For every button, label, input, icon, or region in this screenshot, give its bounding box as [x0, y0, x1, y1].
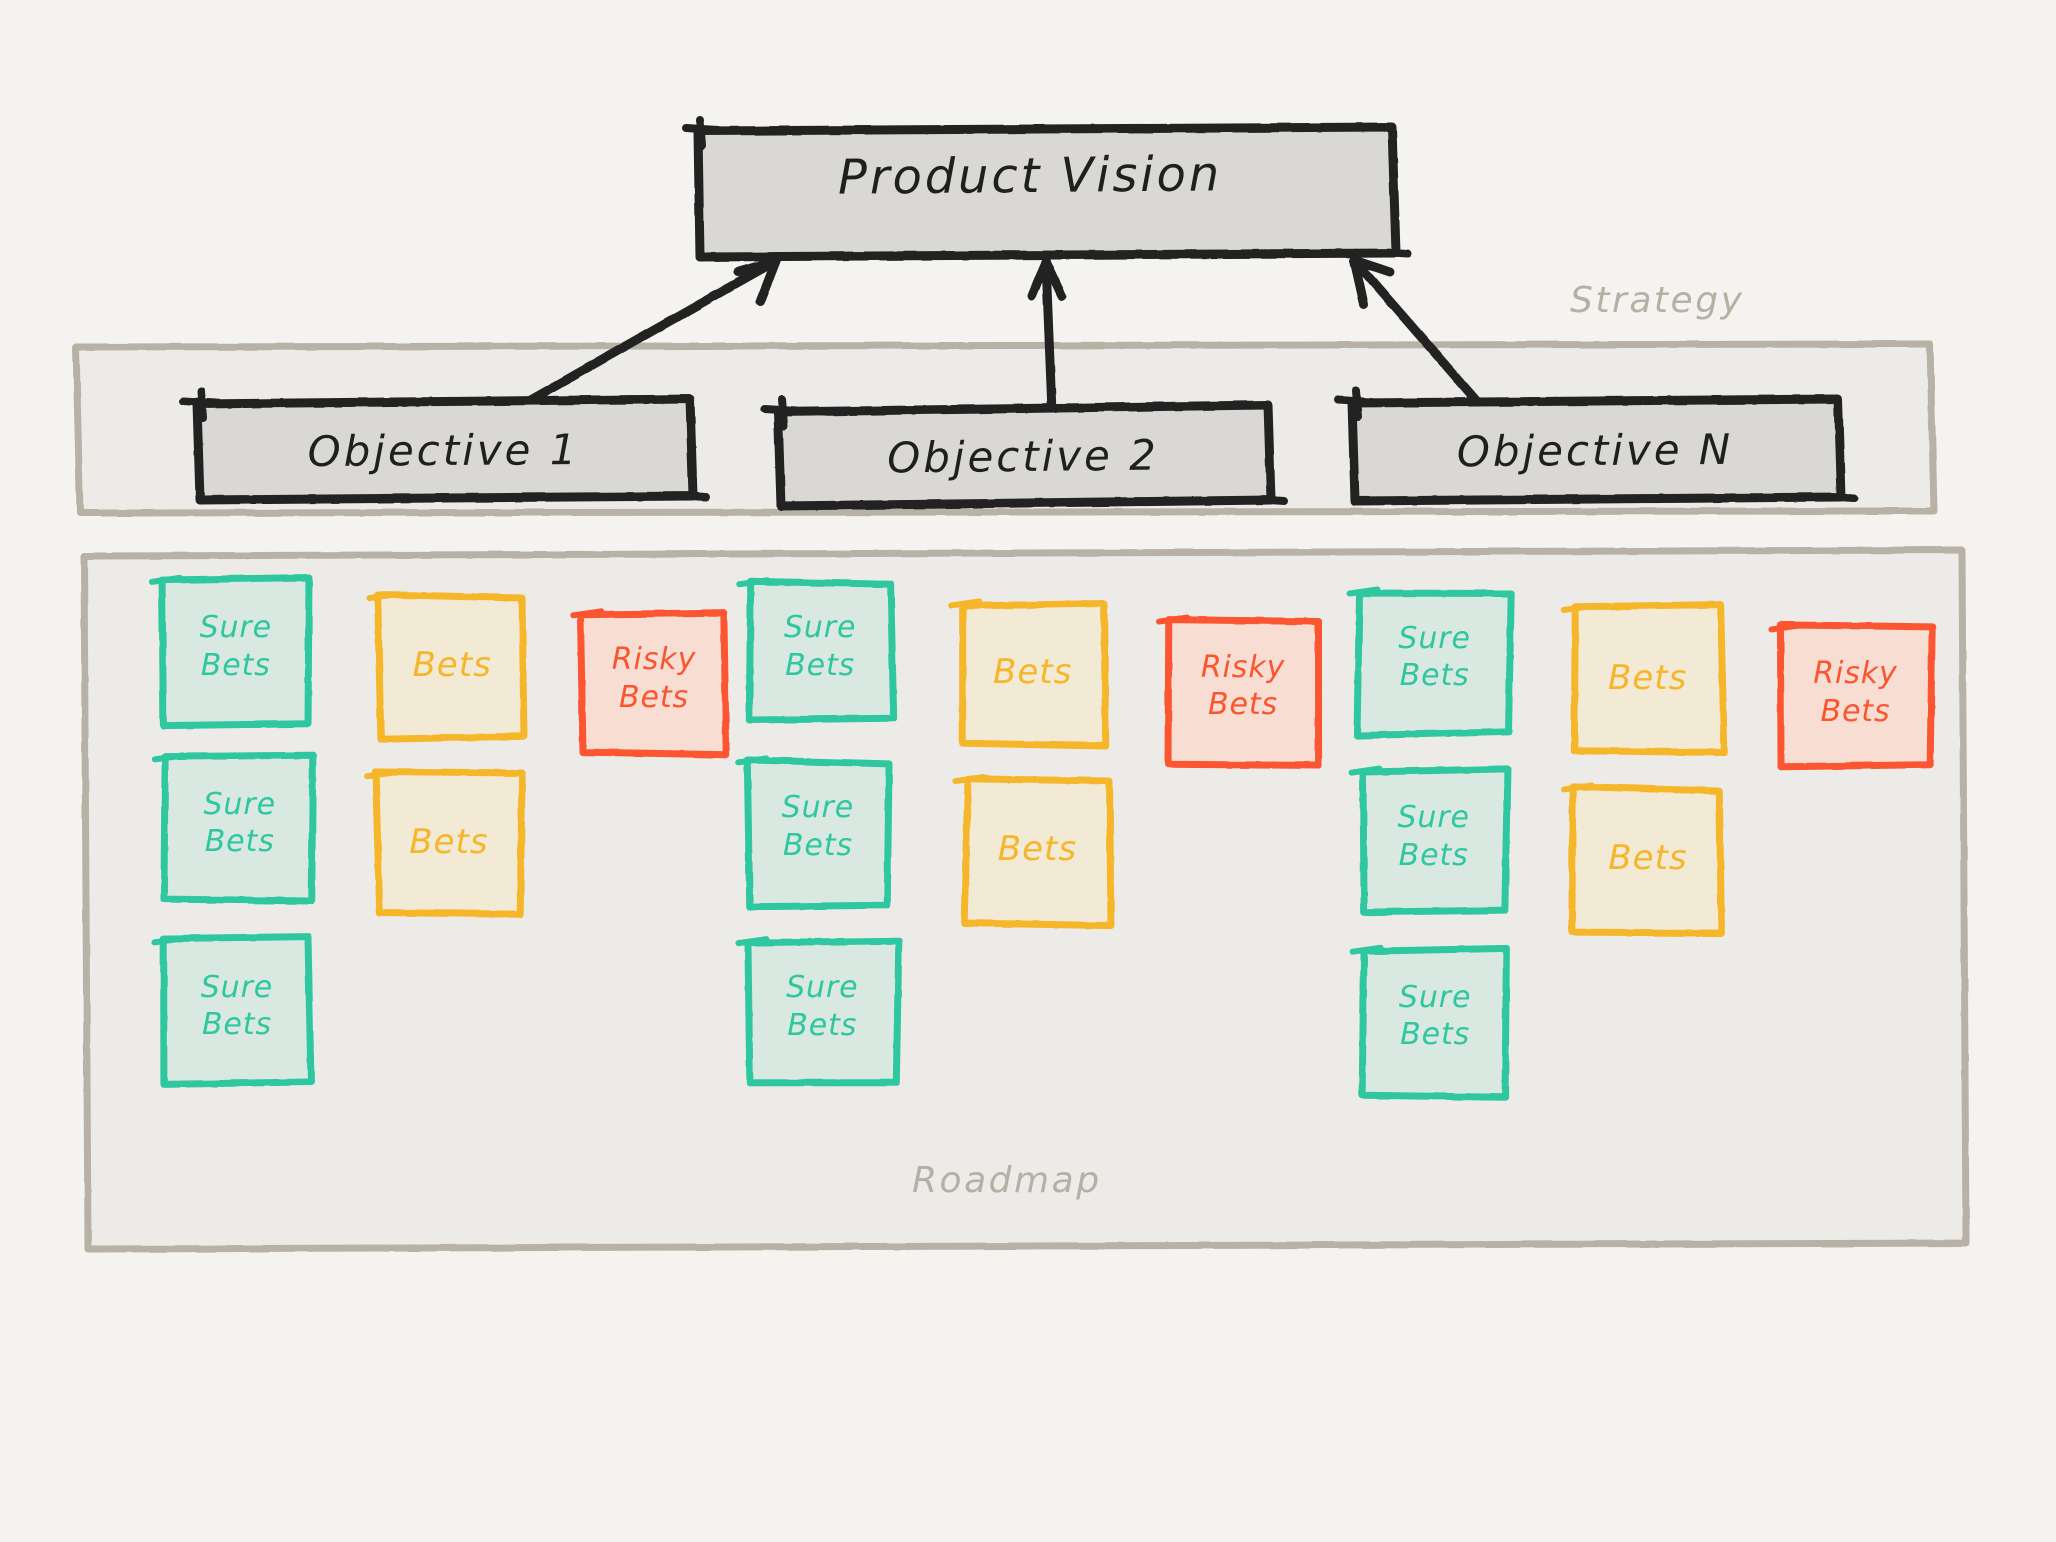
roadmap-card-sure[interactable]: [1363, 950, 1508, 1095]
roadmap-card-bets[interactable]: [377, 774, 521, 912]
roadmap-card-sure[interactable]: [164, 940, 309, 1083]
roadmap-card-risky[interactable]: [1169, 620, 1317, 767]
arrow-group: [508, 255, 1487, 417]
roadmap-card-sure[interactable]: [1361, 771, 1505, 913]
strategy-band-label: Strategy: [1570, 280, 1745, 321]
objective-1-box[interactable]: [197, 399, 694, 500]
objective-box-2: [760, 395, 1288, 511]
roadmap-card-bets[interactable]: [961, 603, 1104, 744]
roadmap-card-sure[interactable]: [1360, 591, 1510, 732]
roadmap-card-bets[interactable]: [379, 596, 525, 737]
roadmap-card-bets[interactable]: [965, 779, 1109, 924]
roadmap-card-risky[interactable]: [583, 613, 724, 752]
objective-2-box[interactable]: [778, 405, 1272, 506]
objective-n-box[interactable]: [1352, 399, 1842, 501]
roadmap-card-sure[interactable]: [749, 582, 891, 718]
roadmap-band-label: Roadmap: [912, 1160, 1102, 1201]
objective-box-n: [1334, 386, 1858, 506]
roadmap-card-bets[interactable]: [1574, 608, 1722, 753]
roadmap-card-bets[interactable]: [1574, 787, 1722, 932]
roadmap-card-sure[interactable]: [748, 760, 887, 905]
objective-box-1: [179, 387, 710, 505]
roadmap-card-sure[interactable]: [162, 580, 310, 727]
roadmap-card-sure[interactable]: [748, 941, 896, 1081]
roadmap-card-sure[interactable]: [165, 757, 315, 899]
roadmap-card-risky[interactable]: [1781, 627, 1929, 766]
product-vision-box[interactable]: [698, 127, 1398, 257]
product-vision-box: [682, 116, 1412, 262]
